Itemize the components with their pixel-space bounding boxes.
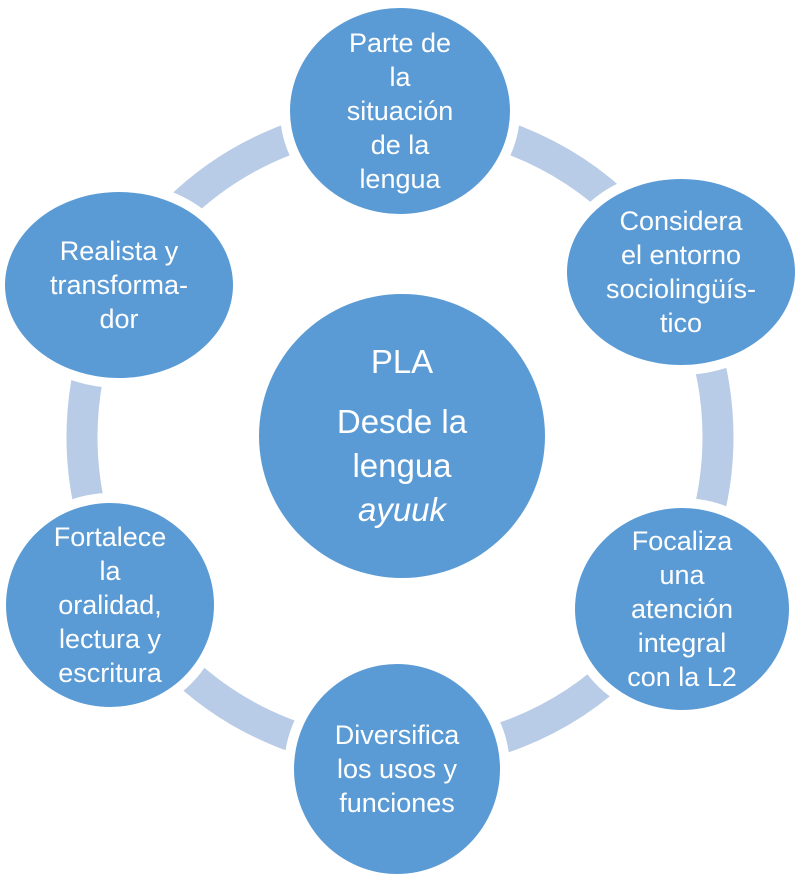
center-circle: [259, 294, 545, 578]
center-italic-word: ayuuk: [357, 491, 447, 528]
center-subtitle: Desde la lengua: [336, 403, 468, 484]
node-label-considera-entorno: Considera el entorno sociolingüís- tico: [605, 206, 757, 338]
node-label-parte-situacion: Parte de la situación de la lengua: [346, 28, 454, 194]
node-label-diversifica-usos: Diversifica los usos y funciones: [334, 720, 460, 818]
node-label-realista-transformador: Realista y transforma- dor: [49, 236, 189, 334]
node-label-focaliza-atencion: Focaliza una atención integral con la L2: [627, 526, 737, 692]
node-circle-realista-transformador: [5, 192, 233, 378]
center-label: PLA Desde la lengua ayuuk: [259, 294, 545, 578]
node-circle-parte-situacion: [290, 8, 510, 214]
node-label-fortalece-oralidad: Fortalece la oralidad, lectura y escritu…: [53, 522, 167, 688]
center-heading: PLA: [370, 343, 434, 380]
node-circle-considera-entorno: [567, 179, 795, 365]
node-circle-focaliza-atencion: [575, 508, 789, 710]
node-circle-fortalece-oralidad: [6, 503, 214, 707]
node-circle-diversifica-usos: [294, 664, 500, 874]
